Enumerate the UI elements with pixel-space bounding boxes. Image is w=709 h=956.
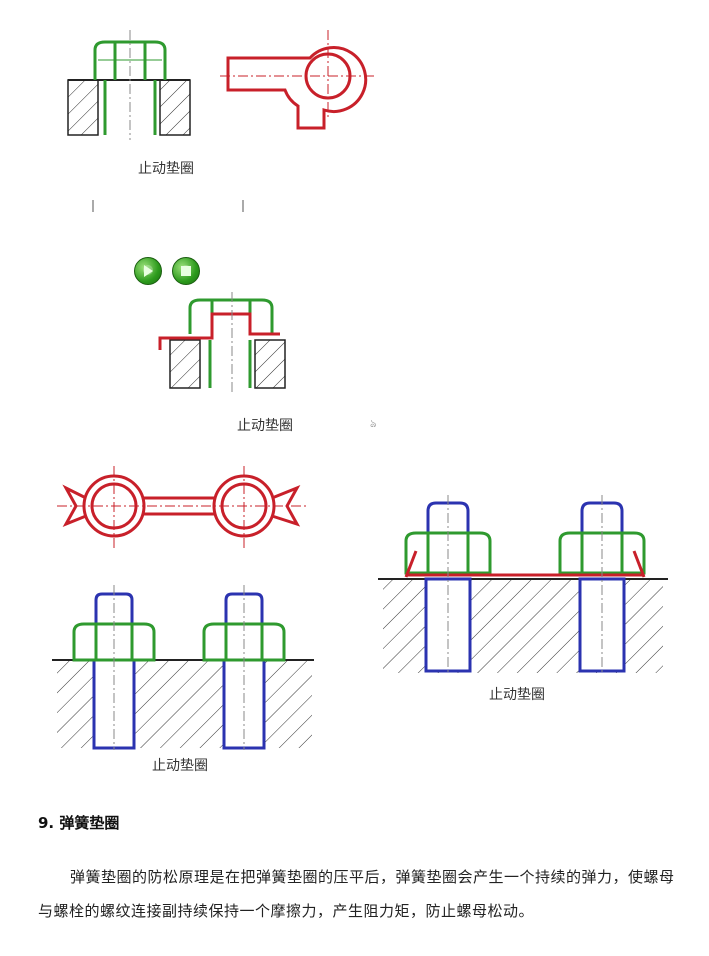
plate-section-right	[159, 79, 191, 136]
figure-4-drawing	[378, 495, 668, 673]
figure-4-caption: 止动垫圈	[489, 687, 545, 703]
figure-3-caption: 止动垫圈	[152, 758, 208, 774]
section-heading: 9. 弹簧垫圈	[38, 814, 120, 832]
tab-washer-top-view	[226, 46, 368, 130]
stop-icon	[181, 266, 191, 276]
tab-washer-bent	[158, 312, 280, 350]
figure-1-drawing	[67, 30, 375, 140]
bolt-right	[222, 592, 266, 750]
figure-1-caption: 止动垫圈	[138, 161, 194, 177]
play-button[interactable]	[134, 257, 162, 285]
tab-washer-section	[404, 550, 646, 578]
figure-2-caption: 止动垫圈	[237, 418, 293, 434]
hex-nut	[93, 40, 167, 80]
section-paragraph: 弹簧垫圈的防松原理是在把弹簧垫圈的压平后，弹簧垫圈会产生一个持续的弹力，使螺母与…	[38, 868, 675, 920]
stop-button[interactable]	[172, 257, 200, 285]
stray-marks	[92, 200, 244, 212]
play-icon	[144, 265, 153, 277]
hex-nut	[188, 298, 274, 334]
figure-3-drawing	[52, 466, 314, 750]
plate-section-left	[67, 79, 99, 136]
figure-2-drawing	[158, 292, 286, 394]
stray-scribble: ঌ	[370, 417, 377, 430]
